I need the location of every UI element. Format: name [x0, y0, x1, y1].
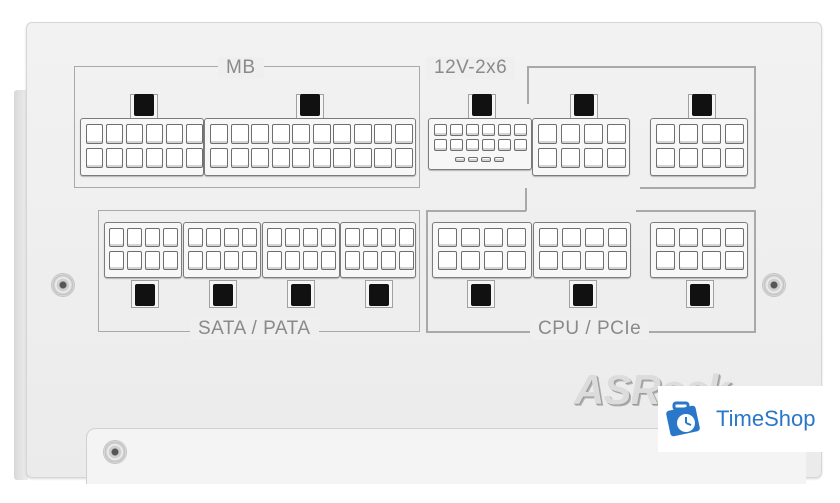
- briefcase-clock-icon: [666, 401, 700, 437]
- latch: [135, 284, 155, 306]
- sata-pata-connector[interactable]: [340, 222, 416, 278]
- mb-label: MB: [218, 57, 264, 79]
- latch: [472, 94, 492, 116]
- cpu-pcie-connector-bottom[interactable]: [650, 222, 748, 278]
- cpu-pcie-label: CPU / PCIe: [530, 318, 650, 340]
- latch: [369, 284, 389, 306]
- frame-line: [636, 210, 755, 212]
- frame-line: [640, 187, 755, 189]
- chassis-edge: [14, 90, 28, 480]
- sata-pata-connector[interactable]: [262, 222, 340, 278]
- sata-pata-label: SATA / PATA: [190, 318, 319, 340]
- cpu-pcie-connector-top[interactable]: [532, 118, 630, 176]
- latch: [291, 284, 311, 306]
- latch: [213, 284, 233, 306]
- cpu-pcie-connector-bottom[interactable]: [432, 222, 532, 278]
- 12v-2x6-connector[interactable]: [428, 118, 532, 170]
- frame-line: [426, 210, 526, 212]
- latch: [134, 94, 154, 116]
- frame-line: [525, 188, 527, 211]
- cpu-pcie-connector-bottom[interactable]: [533, 222, 631, 278]
- cpu-pcie-connector-top[interactable]: [650, 118, 748, 176]
- timeshop-watermark: TimeShop: [658, 386, 838, 452]
- frame-line: [527, 66, 529, 104]
- screw-icon: [104, 441, 126, 463]
- frame-line: [754, 210, 756, 332]
- latch: [692, 94, 712, 116]
- mb-connector-block[interactable]: [204, 118, 416, 176]
- mb-connector-block[interactable]: [80, 118, 204, 176]
- watermark-text: TimeShop: [716, 406, 816, 431]
- sata-pata-connector[interactable]: [104, 222, 182, 278]
- latch: [471, 284, 491, 306]
- screw-icon: [763, 274, 785, 296]
- screw-icon: [52, 274, 74, 296]
- frame-line: [754, 66, 756, 188]
- latch: [690, 284, 710, 306]
- frame-line: [426, 210, 428, 332]
- latch: [573, 284, 593, 306]
- latch: [574, 94, 594, 116]
- frame-line: [527, 66, 755, 68]
- latch: [300, 94, 320, 116]
- 12v-2x6-label: 12V-2x6: [426, 57, 516, 79]
- sata-pata-connector[interactable]: [183, 222, 261, 278]
